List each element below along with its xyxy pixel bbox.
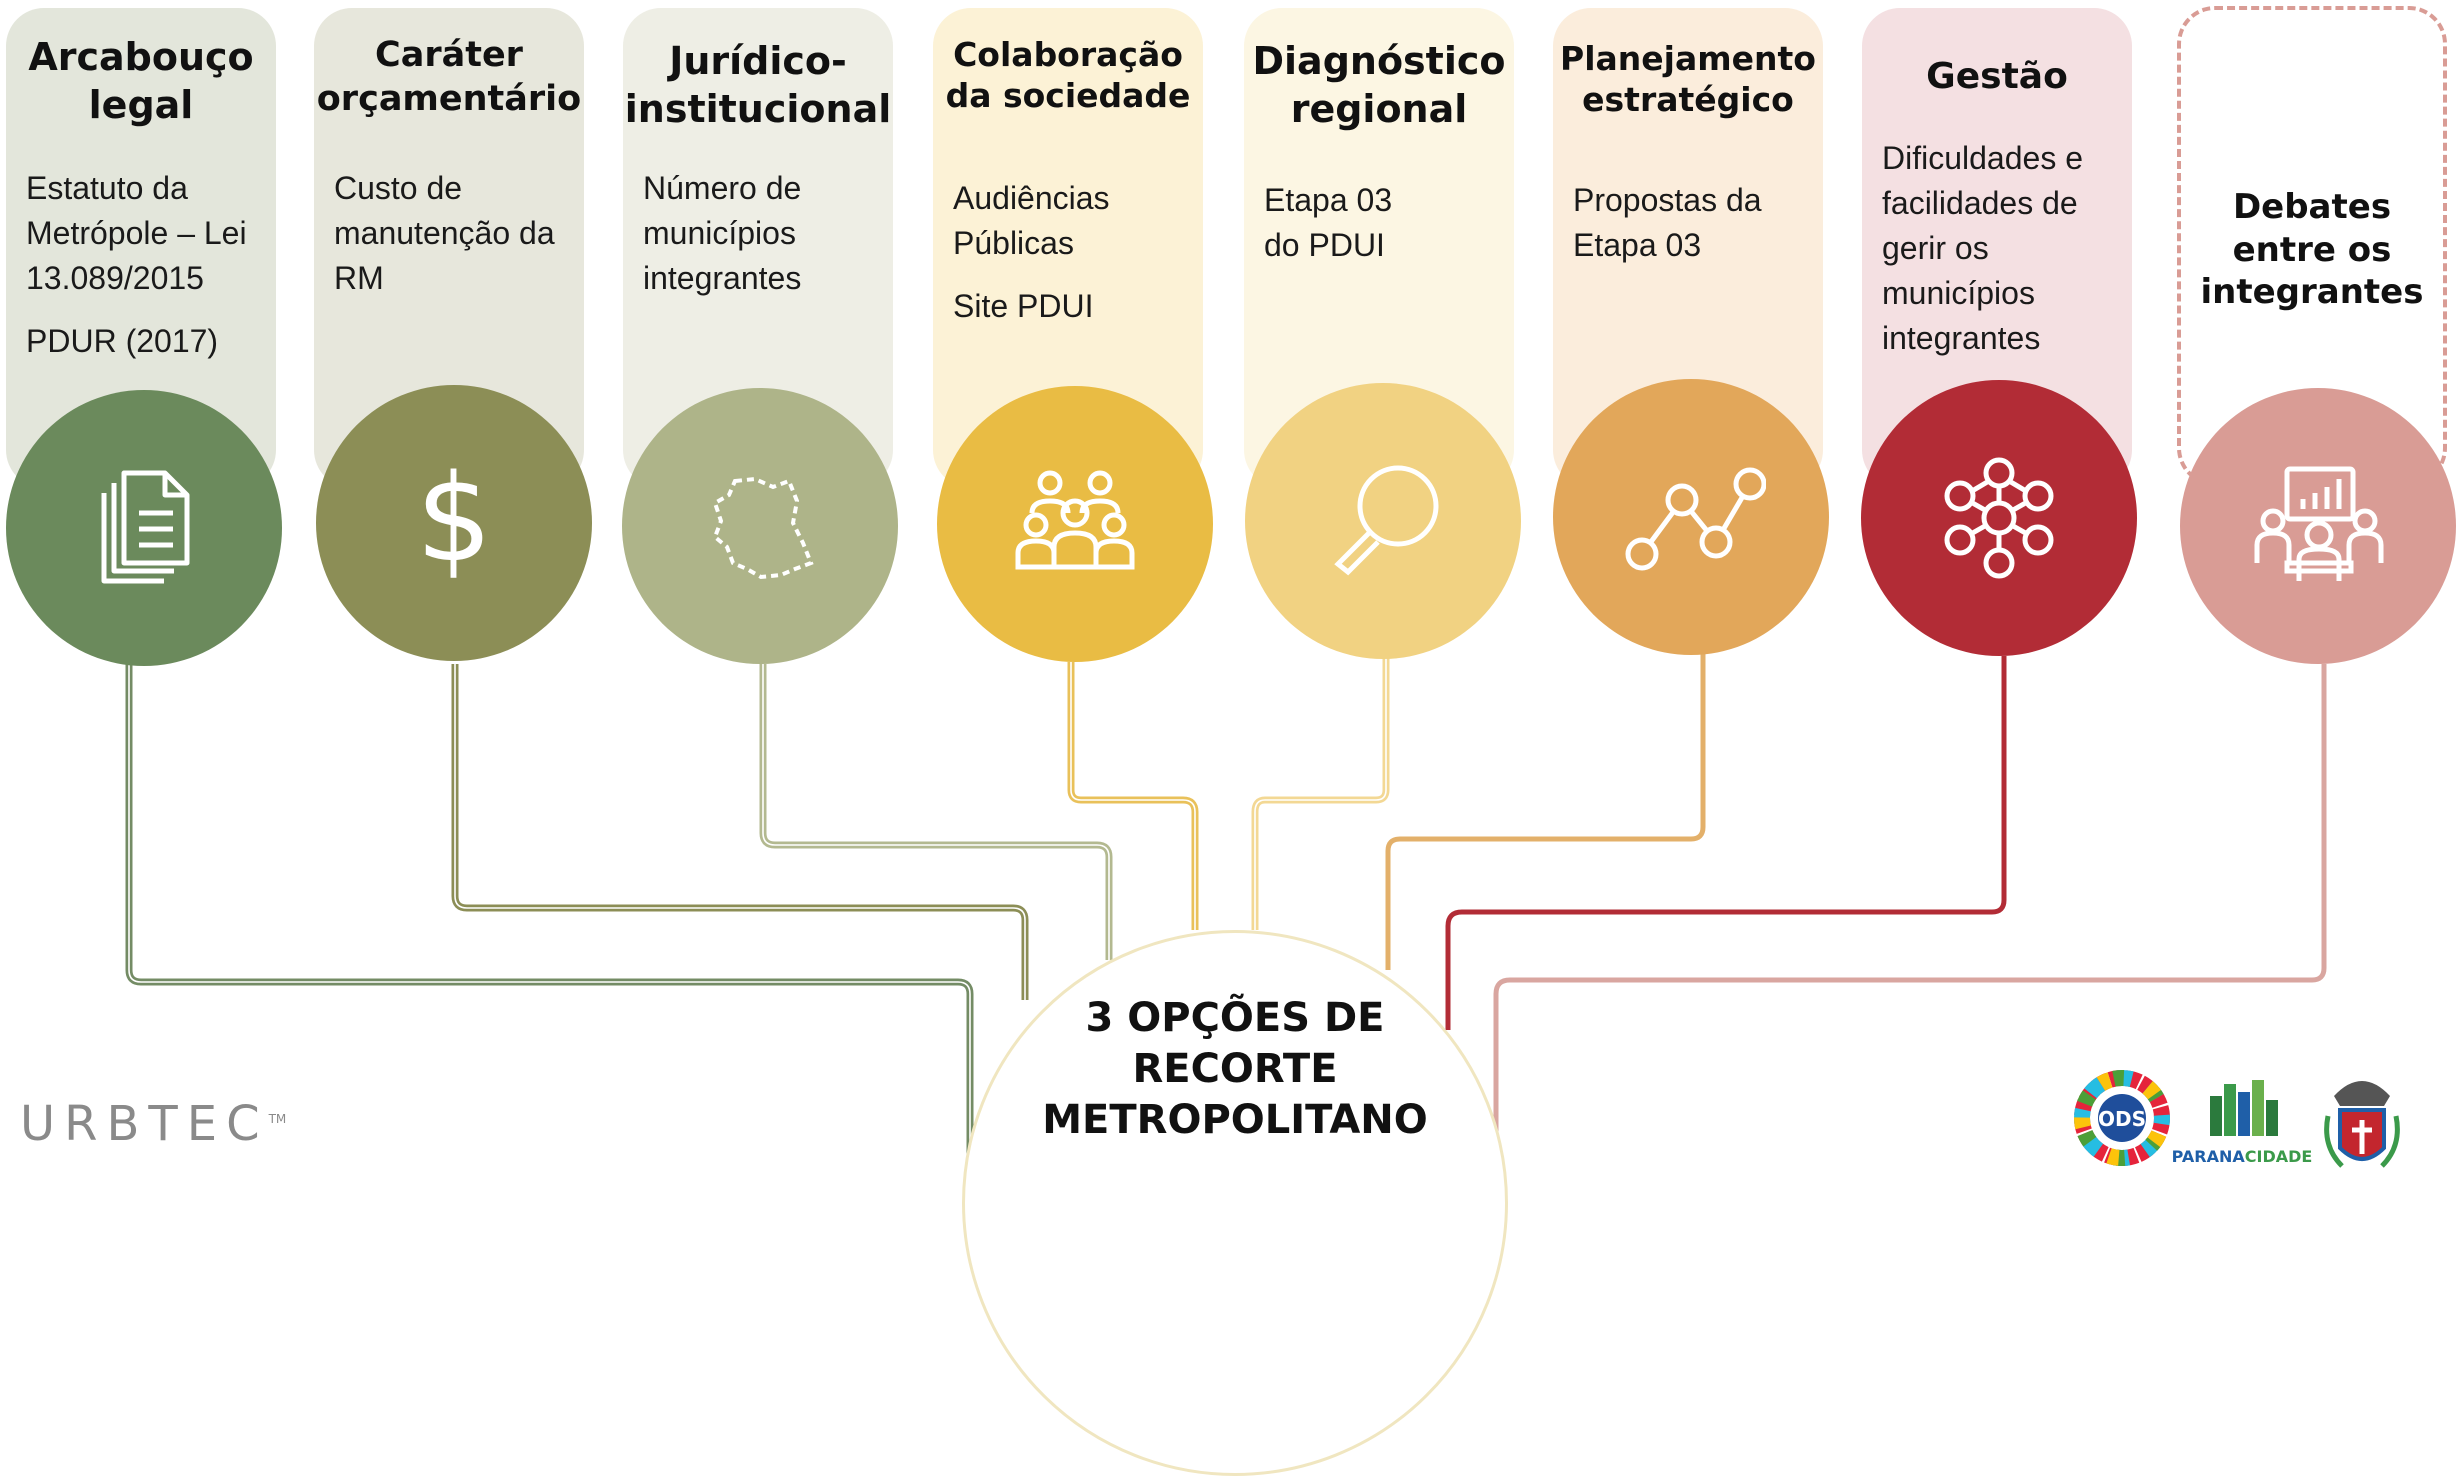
criterion-circle-1 (6, 390, 282, 666)
card-item: Audiências Públicas (953, 180, 1110, 261)
card-item: Custo de manutenção da RM (334, 170, 555, 296)
card-title: Caráter orçamentário (316, 35, 582, 119)
connector-line-3 (759, 664, 1113, 960)
connector-line-7 (1445, 656, 2007, 1030)
center-label: 3 OPÇÕES DE RECORTE METROPOLITANO (1042, 995, 1428, 1143)
map-outline-icon (712, 476, 814, 580)
connector-line-2 (451, 664, 1029, 1000)
network-icon (1944, 457, 2054, 579)
card-title: Colaboração da sociedade (945, 35, 1191, 116)
card-body: Número de municípios integrantes (643, 166, 885, 301)
connector-line-5 (1251, 658, 1390, 930)
card-item: Site PDUI (953, 288, 1094, 324)
card-body: Propostas da Etapa 03 (1573, 178, 1815, 268)
card-item: Dificuldades e facilidades de gerir os m… (1882, 140, 2083, 356)
card-item: Estatuto da Metrópole – Lei 13.089/2015 (26, 170, 247, 296)
connector-line-4 (1067, 662, 1199, 930)
urbtec-logo-text: URBTEC (20, 1096, 269, 1152)
connector-line-6 (1385, 654, 1706, 970)
parana-state-crest-icon (2324, 1081, 2400, 1168)
documents-icon (101, 470, 190, 584)
criterion-circle-5 (1245, 383, 1521, 659)
urbtec-trademark: TM (268, 1112, 287, 1126)
connector-line-8 (1493, 664, 2327, 1204)
paranacidade-logo: PARANACIDADE (2172, 1080, 2313, 1166)
card-title: Gestão (1926, 56, 2068, 97)
partner-logos: ODS PARANACIDADE (2074, 1070, 2400, 1168)
card-item: Etapa 03 do PDUI (1264, 182, 1393, 263)
ods-logo: ODS (2074, 1070, 2170, 1166)
card-title: Arcabouço legal (28, 35, 254, 127)
urbtec-logo: URBTECTM (20, 1096, 286, 1152)
criterion-circle-7 (1861, 380, 2137, 656)
svg-text:$: $ (416, 450, 492, 589)
card-body: Custo de manutenção da RM (334, 166, 576, 301)
dollar-icon: $ (416, 450, 492, 589)
card-title: Jurídico- institucional (624, 39, 892, 131)
card-item: PDUR (2017) (26, 323, 219, 359)
criterion-circle-2: $ (316, 385, 592, 661)
magnifier-icon (1334, 465, 1439, 576)
card-item: Número de municípios integrantes (643, 170, 802, 296)
connector-line-inner-1 (128, 664, 971, 1204)
card-title: Planejamento estratégico (1560, 39, 1816, 120)
svg-text:ODS: ODS (2098, 1107, 2146, 1131)
card-title: Diagnóstico regional (1252, 39, 1506, 131)
card-item: Propostas da Etapa 03 (1573, 182, 1762, 263)
center-circle: 3 OPÇÕES DE RECORTE METROPOLITANO (962, 930, 1508, 1476)
criterion-circle-3 (622, 388, 898, 664)
svg-text:PARANACIDADE: PARANACIDADE (2172, 1147, 2313, 1166)
people-group-icon (1015, 470, 1135, 570)
connector-line-inner-3 (762, 664, 1110, 960)
meeting-presentation-icon (2254, 466, 2384, 581)
connector-line-inner-2 (454, 664, 1026, 1000)
card-body: Dificuldades e facilidades de gerir os m… (1882, 136, 2124, 361)
criterion-circle-4 (937, 386, 1213, 662)
card-title: Debates entre os integrantes (2200, 187, 2424, 312)
connector-line-inner-4 (1070, 662, 1196, 930)
connector-lines (125, 654, 2327, 1204)
connector-line-inner-5 (1254, 658, 1387, 930)
card-body: Etapa 03 do PDUI (1264, 178, 1506, 268)
criterion-circle-6 (1553, 379, 1829, 655)
line-chart-icon (1625, 467, 1766, 571)
criterion-circle-8 (2180, 388, 2456, 664)
